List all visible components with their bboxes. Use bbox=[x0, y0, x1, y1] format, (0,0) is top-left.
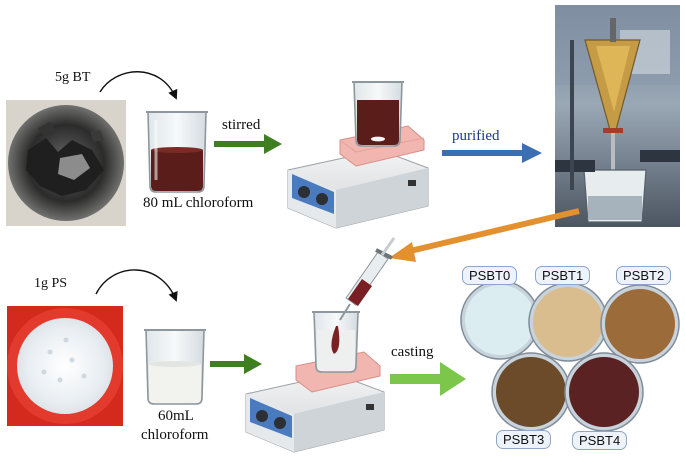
petri-dish-psbt4 bbox=[564, 352, 644, 432]
ps-beaker bbox=[144, 329, 206, 405]
ps-input-label: 1g PS bbox=[34, 276, 68, 291]
hotplate-stirrer-icon bbox=[287, 81, 429, 229]
film-label-psbt3: PSBT3 bbox=[496, 430, 552, 449]
bt-solvent-label: 80 mL chloroform bbox=[143, 195, 254, 211]
petri-dishes bbox=[460, 280, 680, 432]
ps-solvent-label-line2: chloroform bbox=[141, 427, 209, 443]
hotplate-stirrer-icon bbox=[245, 311, 385, 453]
casting-label: casting bbox=[391, 344, 434, 360]
purified-arrow bbox=[442, 143, 542, 163]
bt-beaker bbox=[146, 111, 208, 193]
stirred-arrow bbox=[214, 134, 282, 154]
petri-dish-psbt1 bbox=[528, 282, 608, 362]
stirred-label: stirred bbox=[222, 117, 261, 133]
bt-input-label: 5g BT bbox=[55, 70, 91, 85]
film-label-psbt0: PSBT0 bbox=[462, 266, 518, 285]
petri-dish-psbt3 bbox=[491, 352, 571, 432]
petri-dish-psbt0 bbox=[460, 280, 540, 360]
petri-dish-psbt2 bbox=[600, 284, 680, 364]
purified-label: purified bbox=[452, 128, 500, 144]
ps-beads-photo bbox=[7, 306, 123, 426]
film-label-psbt1: PSBT1 bbox=[535, 266, 591, 285]
casting-arrow bbox=[390, 362, 466, 396]
bt-powder-photo bbox=[6, 100, 126, 226]
film-label-psbt4: PSBT4 bbox=[572, 431, 628, 450]
curved-arrow-icon bbox=[99, 71, 178, 100]
return-arrow bbox=[389, 208, 580, 262]
separatory-funnel-photo bbox=[555, 5, 680, 227]
film-label-psbt2: PSBT2 bbox=[616, 266, 672, 285]
curved-arrow-icon bbox=[95, 269, 178, 302]
syringe-icon bbox=[339, 237, 396, 321]
ps-solvent-label-line1: 60mL bbox=[158, 408, 194, 424]
bottom-arrow bbox=[210, 354, 262, 374]
